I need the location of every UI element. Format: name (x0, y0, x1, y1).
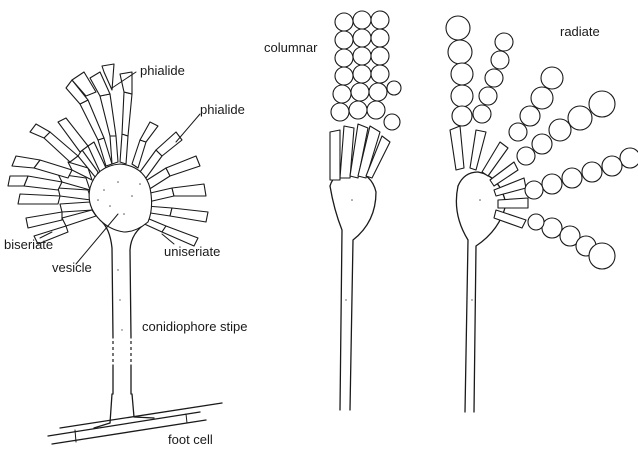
right-radiate-conidiophore (446, 16, 638, 412)
middle-columnar-conidiophore (330, 11, 401, 410)
conidiophore-stipe (100, 220, 148, 394)
label-phialide-top: phialide (140, 63, 185, 78)
label-phialide-right: phialide (200, 102, 245, 117)
phialides-left (8, 118, 106, 244)
label-radiate: radiate (560, 24, 600, 39)
leader-phialide-right (176, 114, 200, 142)
phialides-top (66, 64, 132, 166)
label-conidiophore-stipe: conidiophore stipe (142, 319, 248, 334)
label-uniseriate: uniseriate (164, 244, 220, 259)
label-biseriate: biseriate (4, 237, 53, 252)
columnar-conidia-chains (331, 11, 401, 130)
label-foot-cell: foot cell (168, 432, 213, 447)
label-vesicle: vesicle (52, 260, 92, 275)
label-columnar: columnar (264, 40, 318, 55)
vesicle (89, 164, 151, 331)
